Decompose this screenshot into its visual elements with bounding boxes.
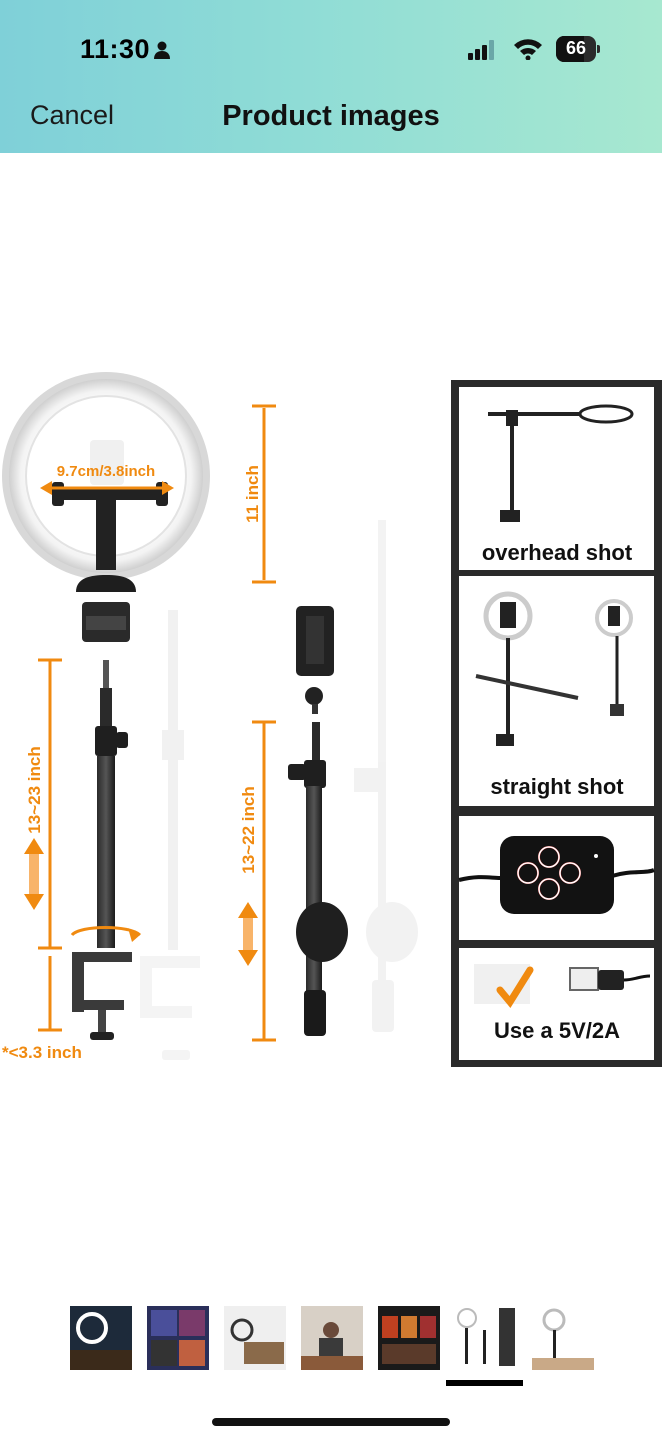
pole-2-dimension — [238, 720, 276, 1042]
stand-pole — [70, 660, 142, 1040]
ring-height-label: 11 inch — [243, 465, 262, 523]
clamp-label: *<3.3 inch — [2, 1043, 82, 1062]
panel-overhead-label: overhead shot — [482, 540, 633, 565]
battery-level: 66 — [565, 38, 587, 58]
panel-straight-label: straight shot — [490, 774, 624, 799]
signal-icon — [468, 40, 494, 60]
thumbnail-3[interactable] — [224, 1306, 286, 1370]
page-title: Product images — [222, 100, 440, 132]
thumbnail-6-selected[interactable] — [455, 1306, 517, 1370]
wifi-icon — [514, 39, 542, 60]
ghost-pole — [140, 610, 200, 1060]
battery-icon: 66 — [556, 36, 600, 62]
feature-panels: overhead shot straight shot U — [451, 380, 662, 1067]
ring-width-dimension — [40, 481, 174, 495]
ring-width-label: 9.7cm/3.8inch — [57, 463, 155, 480]
thumbnail-2[interactable] — [147, 1306, 209, 1370]
pole-1-dimension — [24, 658, 62, 1032]
home-indicator[interactable] — [212, 1418, 450, 1426]
ghost-boom-pole — [354, 520, 418, 1032]
thumbnail-strip — [0, 1306, 662, 1386]
selected-thumbnail-indicator — [446, 1380, 523, 1386]
panel-power-label: Use a 5V/2A — [494, 1018, 620, 1043]
ring-height-dimension — [252, 404, 276, 584]
product-image[interactable]: 9.7cm/3.8inch 11 inch 13~23 inch *<3.3 i… — [0, 370, 662, 1090]
ring-light — [2, 372, 210, 642]
thumbnail-1[interactable] — [70, 1306, 132, 1370]
status-time: 11:30 — [80, 34, 151, 64]
pole-1-label: 13~23 inch — [25, 746, 44, 833]
cancel-button[interactable]: Cancel — [30, 100, 115, 130]
person-icon — [154, 41, 170, 59]
boom-pole — [288, 606, 348, 1036]
header-bar: 11:30 66 Cancel Product images — [0, 0, 662, 153]
thumbnail-4[interactable] — [301, 1306, 363, 1370]
thumbnail-7[interactable] — [532, 1306, 594, 1370]
thumbnail-5[interactable] — [378, 1306, 440, 1370]
pole-2-label: 13~22 inch — [239, 786, 258, 873]
